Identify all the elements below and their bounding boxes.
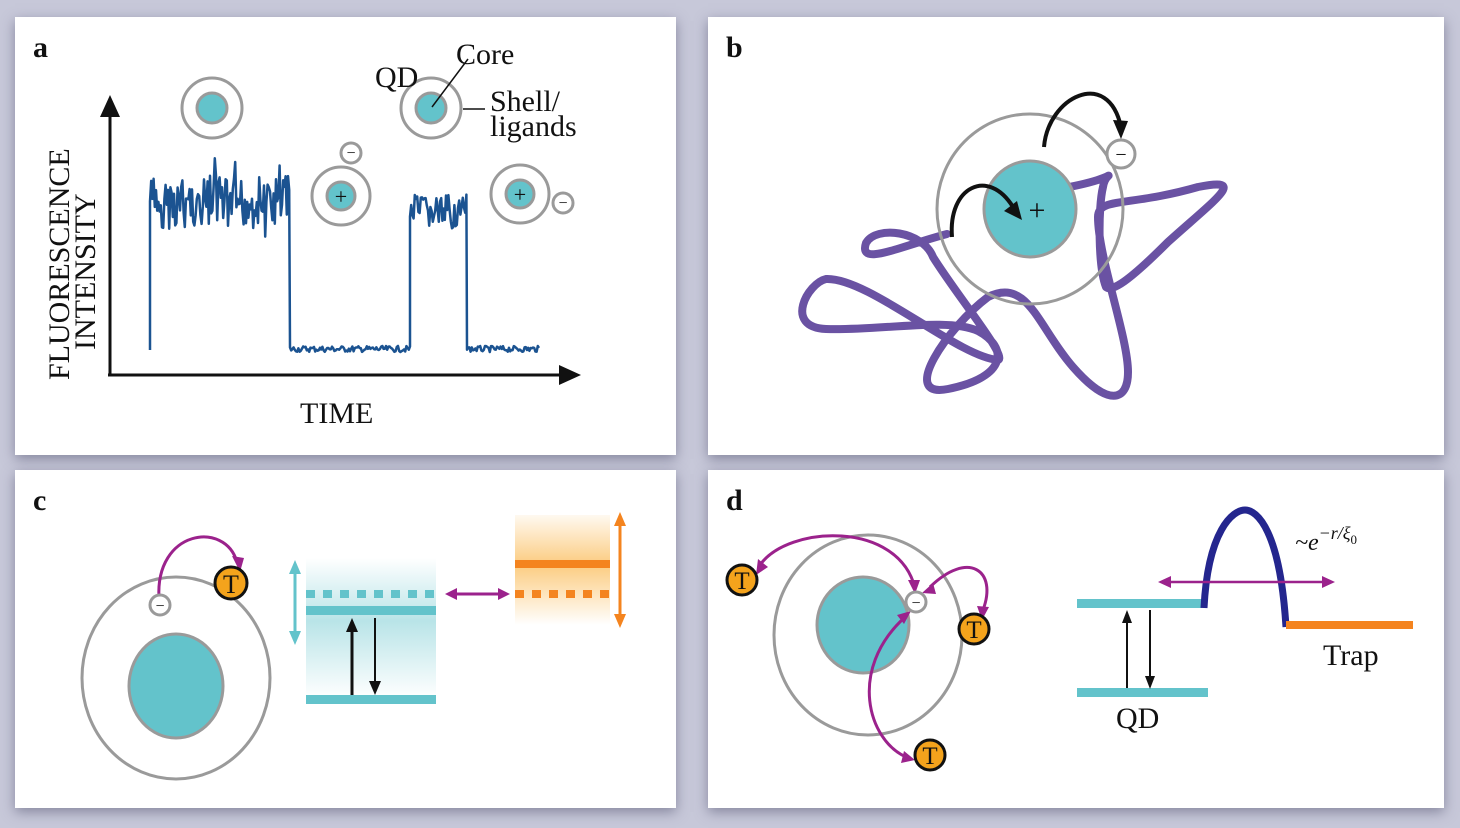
formula-subscript: 0	[1351, 532, 1358, 547]
x-axis-label: TIME	[300, 397, 373, 430]
y-axis-label-line2: INTENSITY	[69, 193, 102, 350]
qd-shell	[935, 112, 1125, 306]
hop-arrow-in	[949, 183, 1015, 238]
hop-arrow-out-head	[1113, 120, 1128, 139]
shell-label-line2: ligands	[490, 110, 577, 143]
electron-icon	[339, 141, 363, 165]
core-pointer	[431, 58, 469, 108]
coupling-arrow-left	[445, 588, 457, 600]
fluorescence-trace	[148, 157, 541, 354]
qd-label: QD	[1116, 702, 1159, 735]
electron-icon	[904, 590, 928, 614]
plus-sign: +	[514, 182, 526, 207]
panel-b-graphic: + −	[798, 91, 1228, 400]
hop-arrow-left-trap	[758, 534, 917, 589]
qd-excited-level	[1077, 599, 1202, 608]
electron-icon	[148, 593, 172, 617]
y-axis-arrowhead	[100, 95, 120, 117]
tunneling-arrow-right	[1322, 576, 1335, 588]
trap-symbol: T	[223, 570, 239, 599]
trap-range-arrow-bottom	[614, 614, 626, 628]
minus-sign: −	[558, 195, 567, 212]
minus-sign: −	[1115, 144, 1126, 166]
coupling-arrow-right	[498, 588, 510, 600]
electron-icon	[1105, 138, 1137, 170]
tunnel-barrier	[1200, 506, 1290, 628]
shell-label-line1: Shell/	[490, 85, 561, 118]
polymer-chain	[798, 171, 1228, 400]
electron-icon	[551, 191, 575, 215]
qd-ground-level	[1077, 688, 1208, 697]
trap-level	[1286, 621, 1413, 629]
trap-icon: T	[725, 563, 759, 597]
hop-arrow-right-trap-head	[977, 606, 989, 620]
qd-charged-icon-2: + −	[489, 163, 575, 225]
trap-energy-band	[515, 515, 610, 625]
plus-sign: +	[335, 184, 347, 209]
panel-c: c − T	[15, 470, 676, 808]
hop-arrow-bottom-trap-tail	[897, 611, 911, 624]
qd-core	[815, 575, 911, 675]
trap-symbol: T	[734, 568, 749, 595]
trap-symbol: T	[922, 743, 937, 770]
hop-arrow-bottom-trap	[867, 616, 907, 759]
emission-arrow-head	[1145, 676, 1155, 689]
panel-b: b + −	[708, 17, 1444, 455]
panel-a-graphic: FLUORESCENCE INTENSITY TIME + − +	[43, 38, 581, 430]
trap-symbol: T	[966, 617, 981, 644]
qd-charged-icon-1: + −	[310, 141, 372, 227]
formula-base: ~e	[1295, 530, 1319, 556]
panel-c-graphic: − T	[80, 512, 626, 781]
hop-arrow-left-trap-tail	[908, 580, 920, 594]
qd-label: QD	[375, 61, 418, 94]
tunneling-arrow-left	[1158, 576, 1171, 588]
excitation-arrow-head	[1122, 610, 1132, 623]
hop-arrow-right-trap	[928, 566, 989, 611]
trap-icon: T	[913, 738, 947, 772]
formula-exponent: −r/ξ	[1319, 523, 1351, 543]
panel-label-c: c	[33, 484, 47, 517]
panel-d: d − T T T	[708, 470, 1444, 808]
emission-arrow-head	[369, 681, 381, 695]
qd-energy-band	[306, 558, 436, 698]
qd-diagram-icon	[399, 58, 485, 140]
hop-arrow-head	[232, 556, 244, 572]
hop-arrow	[157, 535, 239, 599]
minus-sign: −	[346, 145, 355, 162]
qd-excited-level	[306, 606, 436, 615]
panel-label-b: b	[726, 31, 743, 64]
x-axis-arrowhead	[559, 365, 581, 385]
qd-ground-level	[306, 695, 436, 704]
hop-arrow-out	[1042, 91, 1123, 148]
trap-range-arrow-top	[614, 512, 626, 526]
qd-core	[982, 159, 1078, 259]
hop-arrow-left-trap-head	[756, 559, 768, 575]
trap-level	[515, 560, 610, 568]
y-axis-label-line1: FLUORESCENCE	[43, 148, 76, 380]
hop-arrow-right-trap-tail	[922, 583, 936, 594]
qd-neutral-icon	[180, 76, 244, 140]
panel-label-d: d	[726, 484, 743, 517]
minus-sign: −	[155, 598, 164, 615]
qd-core	[127, 632, 225, 740]
trap-icon	[213, 565, 249, 601]
panel-d-graphic: − T T T ~e−r/ξ0 Trap QD	[725, 506, 1413, 772]
core-label: Core	[456, 38, 514, 71]
panel-a: a FLUORESCENCE INTENSITY TIME + −	[15, 17, 676, 455]
excitation-arrow-head	[346, 618, 358, 632]
qd-shell	[80, 575, 272, 781]
hop-arrow-in-head	[1004, 201, 1022, 220]
hole-plus-sign: +	[1029, 194, 1046, 227]
hop-arrow-bottom-trap-head	[901, 751, 915, 763]
tunneling-formula: ~e−r/ξ0	[1295, 523, 1357, 556]
panel-label-a: a	[33, 31, 48, 64]
trap-label: Trap	[1323, 639, 1379, 672]
band-width-arrow-top	[289, 560, 301, 574]
trap-icon: T	[957, 612, 991, 646]
minus-sign: −	[911, 595, 920, 612]
band-width-arrow-bottom	[289, 631, 301, 645]
